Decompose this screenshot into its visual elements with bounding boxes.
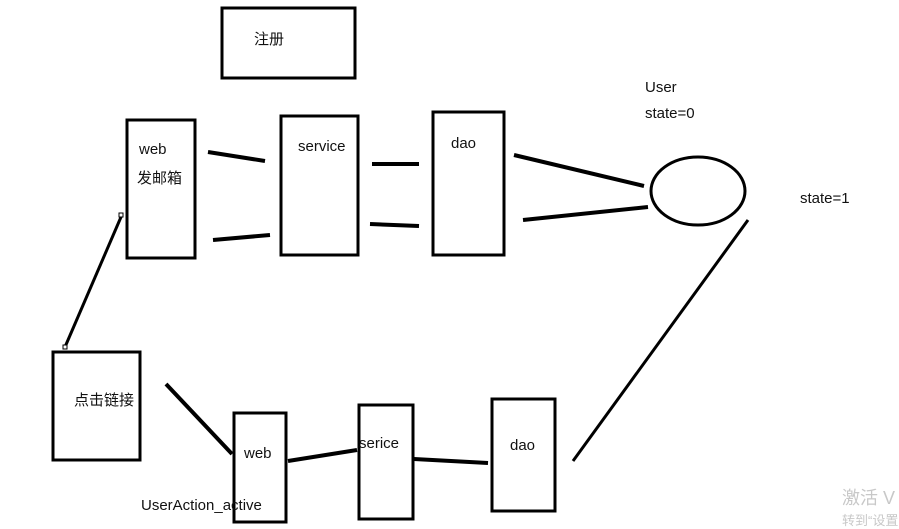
bottom-web-caption: UserAction_active xyxy=(141,497,262,514)
register-label: 注册 xyxy=(254,31,285,48)
user-entity-ellipse xyxy=(649,155,747,227)
register-box xyxy=(220,6,357,80)
connector-handle-bottom xyxy=(62,344,68,350)
top-web-box xyxy=(125,118,197,260)
connector-dao-user-bottom xyxy=(522,205,649,222)
bottom-web-label: web xyxy=(244,445,272,462)
connector-handle-top xyxy=(118,212,124,218)
bottom-service-label: serice xyxy=(359,435,400,452)
bottom-web-box xyxy=(232,411,288,524)
top-web-sublabel: 发邮箱 xyxy=(137,170,183,187)
click-link-label: 点击链接 xyxy=(74,392,135,409)
bottom-dao-label: dao xyxy=(510,437,536,454)
top-service-label: service xyxy=(298,138,346,155)
connector-serice-to-dao xyxy=(413,457,489,465)
user-entity-name: User xyxy=(645,79,677,96)
connector-web-to-click-link xyxy=(63,216,123,348)
connector-dao-user-top xyxy=(513,153,645,188)
bottom-dao-box xyxy=(490,397,557,513)
click-link-box xyxy=(51,350,142,462)
connector-web-service-bottom xyxy=(212,233,271,242)
connector-web-service-top xyxy=(207,150,266,163)
top-web-label: web xyxy=(139,141,167,158)
connector-click-link-to-web xyxy=(164,382,234,456)
bottom-service-box xyxy=(357,403,415,521)
user-state-after: state=1 xyxy=(800,190,850,207)
watermark-line1: 激活 V xyxy=(842,488,896,508)
top-dao-label: dao xyxy=(451,135,477,152)
connector-web-to-serice xyxy=(287,448,358,463)
top-dao-box xyxy=(431,110,506,257)
top-service-box xyxy=(279,114,360,257)
user-state-before: state=0 xyxy=(645,105,695,122)
connector-dao-to-user xyxy=(571,219,750,462)
watermark-line2: 转到“设置 xyxy=(842,513,899,528)
connector-service-dao-bottom xyxy=(369,222,420,228)
